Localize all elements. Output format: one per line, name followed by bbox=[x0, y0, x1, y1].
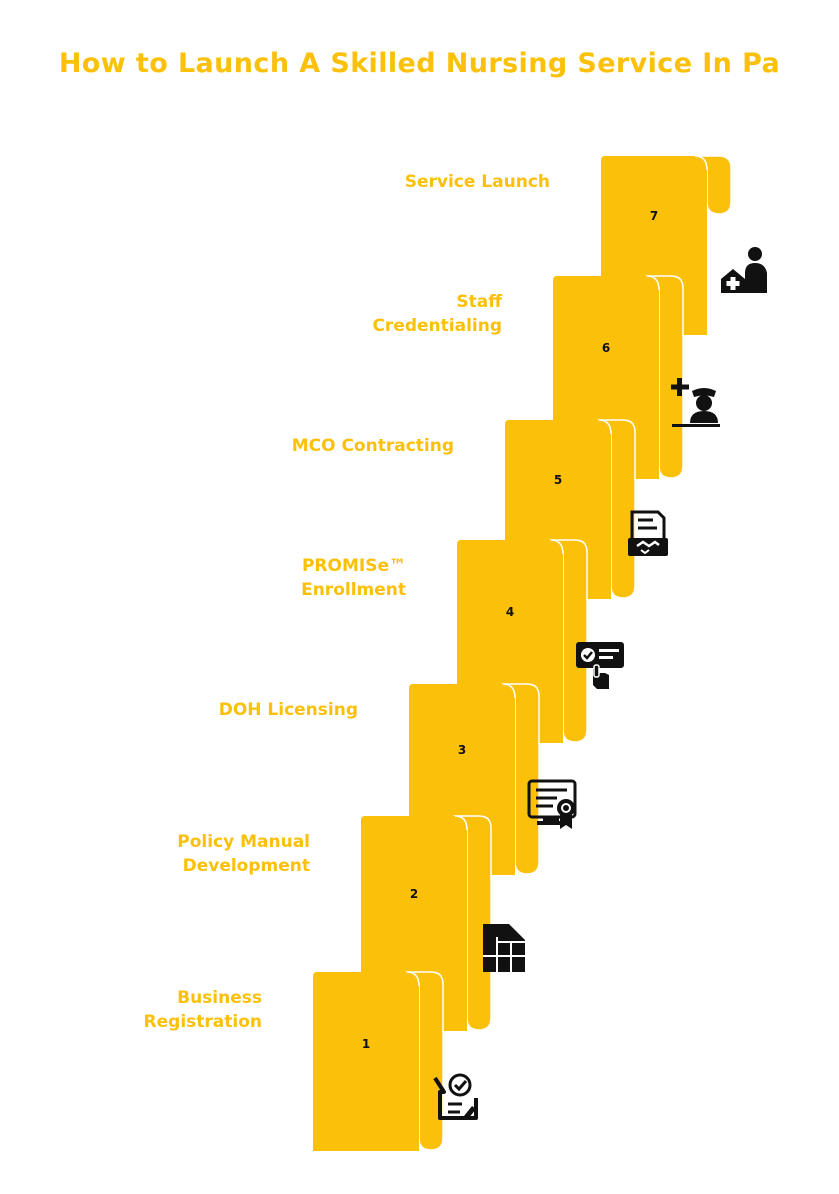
step-7-number: 7 bbox=[649, 209, 659, 223]
document-blocks-icon bbox=[483, 924, 525, 972]
step-7-label: Service Launch bbox=[404, 172, 550, 192]
certificate-icon bbox=[527, 779, 577, 829]
step-1-number: 1 bbox=[361, 1037, 371, 1051]
step-3-number: 3 bbox=[457, 743, 467, 757]
step-1-label: Business Registration bbox=[143, 988, 262, 1032]
checklist-icon bbox=[433, 1073, 478, 1120]
step-6-label: Staff Credentialing bbox=[372, 292, 502, 336]
step-5-label: MCO Contracting bbox=[291, 436, 454, 456]
step-3-label: DOH Licensing bbox=[218, 700, 358, 720]
step-2-label: Policy Manual Development bbox=[177, 832, 310, 876]
contract-handshake-icon bbox=[628, 510, 668, 556]
page-title: How to Launch A Skilled Nursing Service … bbox=[58, 48, 781, 79]
step-4-label: PROMISe™ Enrollment bbox=[301, 556, 406, 600]
patient-care-icon bbox=[721, 247, 767, 293]
step-2-number: 2 bbox=[409, 887, 419, 901]
step-4-number: 4 bbox=[505, 605, 515, 619]
id-card-hand-icon bbox=[576, 642, 624, 689]
step-6-number: 6 bbox=[601, 341, 611, 355]
nurse-icon bbox=[671, 378, 720, 427]
step-5-number: 5 bbox=[553, 473, 563, 487]
step-1-scroll bbox=[313, 971, 444, 1151]
